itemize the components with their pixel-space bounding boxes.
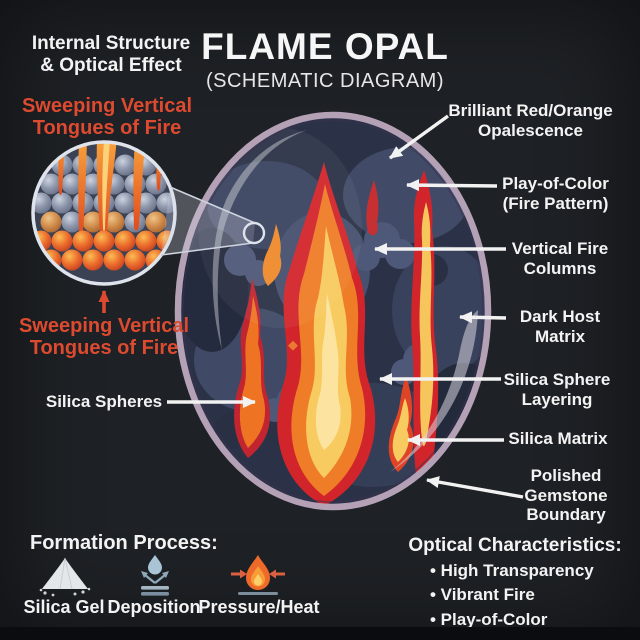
- sweeping-tongues-caption-top: Sweeping Vertical Tongues of Fire: [21, 95, 193, 139]
- intro-heading: Internal Structure & Optical Effect: [22, 33, 200, 77]
- intro-line1: Internal Structure: [31, 33, 191, 54]
- silica-sphere-inset-magnifier: [31, 140, 177, 286]
- label-play-of-color: Play-of-Color (Fire Pattern): [502, 174, 609, 213]
- label-brilliant-opalescence: Brilliant Red/Orange Opalescence: [448, 101, 613, 140]
- optical-bullet-play-of-color: • Play-of-Color: [430, 609, 548, 629]
- polished-gemstone-boundary-rim: [174, 111, 492, 511]
- label-silica-matrix: Silica Matrix: [508, 429, 608, 448]
- optical-heading: Optical Characteristics:: [408, 535, 622, 556]
- formation-process-heading: Formation Process:: [30, 532, 218, 554]
- rim-inner-line: [182, 119, 484, 503]
- formation-item-deposition: Deposition: [107, 597, 201, 617]
- title-subtitle: (SCHEMATIC DIAGRAM): [205, 69, 444, 92]
- sweeping-tongues-caption-bottom: Sweeping Vertical Tongues of Fire: [18, 315, 190, 359]
- formation-item-silica-gel: Silica Gel: [23, 597, 105, 617]
- vertical-fire-columns: [234, 162, 439, 506]
- intro-line2: & Optical Effect: [40, 54, 182, 76]
- flame-pressure-icon: [231, 555, 285, 595]
- label-polished-gemstone-boundary: Polished Gemstone Boundary: [524, 466, 608, 525]
- label-vertical-fire-columns: Vertical Fire Columns: [511, 239, 609, 278]
- powder-pile-icon: [39, 557, 91, 597]
- label-dark-host-matrix: Dark Host Matrix: [519, 307, 601, 346]
- opal-gemstone-illustration: [174, 111, 492, 511]
- optical-bullet-vibrant-fire: • Vibrant Fire: [430, 585, 535, 605]
- label-silica-spheres: Silica Spheres: [45, 392, 163, 411]
- optical-bullet-transparency: • High Transparency: [430, 561, 594, 580]
- title-main: FLAME OPAL: [201, 26, 449, 67]
- page-title: FLAME OPAL (SCHEMATIC DIAGRAM): [170, 26, 480, 93]
- fire-tongue-core: [102, 142, 110, 232]
- optical-characteristics-panel: Optical Characteristics: • High Transpar…: [402, 535, 628, 630]
- silica-sphere-row-mixed: [40, 211, 167, 233]
- label-silica-sphere-layering: Silica Sphere Layering: [503, 370, 611, 409]
- droplet-deposition-icon: [141, 555, 169, 596]
- formation-item-pressure-heat: Pressure/Heat: [198, 597, 320, 617]
- bottom-border-strip: [0, 627, 640, 640]
